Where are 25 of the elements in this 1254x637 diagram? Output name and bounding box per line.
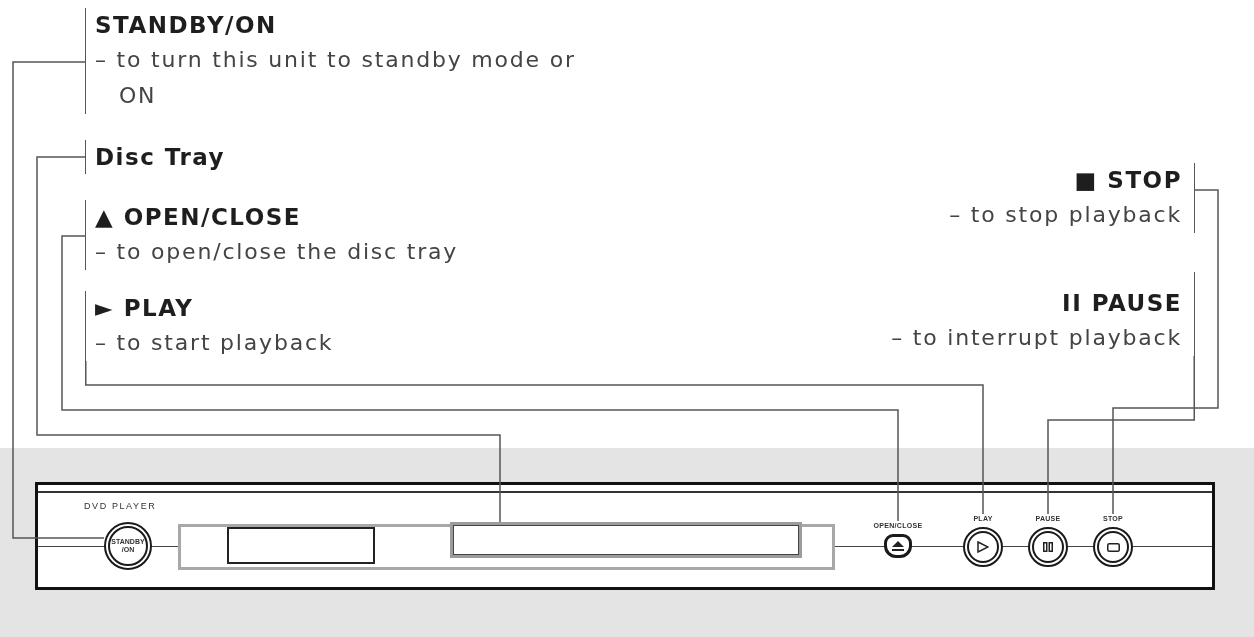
callout-heading: II PAUSE	[1061, 289, 1182, 318]
callout-heading: Disc Tray	[95, 143, 226, 172]
leader-line	[85, 360, 984, 515]
callout-description: – to stop playback	[949, 201, 1182, 229]
callout	[85, 200, 459, 270]
callout-description: – to start playback	[95, 329, 334, 357]
callout-description: – to open/close the disc tray	[95, 238, 459, 266]
callout-heading: ▲ OPEN/CLOSE	[95, 203, 302, 232]
callout-heading: ► PLAY	[95, 294, 195, 323]
callout-description: – to interrupt playback	[891, 324, 1182, 352]
leader-line	[36, 156, 501, 523]
leader-line	[61, 235, 899, 522]
callout-description: – to turn this unit to standby mode or ON	[95, 46, 577, 110]
leader-line	[1047, 355, 1195, 515]
disc-tray	[450, 522, 802, 558]
front-panel	[35, 482, 1215, 590]
callout-heading: STANDBY/ON	[95, 11, 278, 40]
leader-line	[12, 61, 105, 539]
leader-line	[1112, 189, 1219, 515]
panel-caption: DVD PLAYER	[84, 501, 157, 512]
callout	[85, 140, 226, 174]
callout	[85, 291, 334, 361]
callout-heading: ■ STOP	[1073, 166, 1182, 195]
callout	[949, 163, 1195, 233]
callout	[891, 272, 1195, 356]
